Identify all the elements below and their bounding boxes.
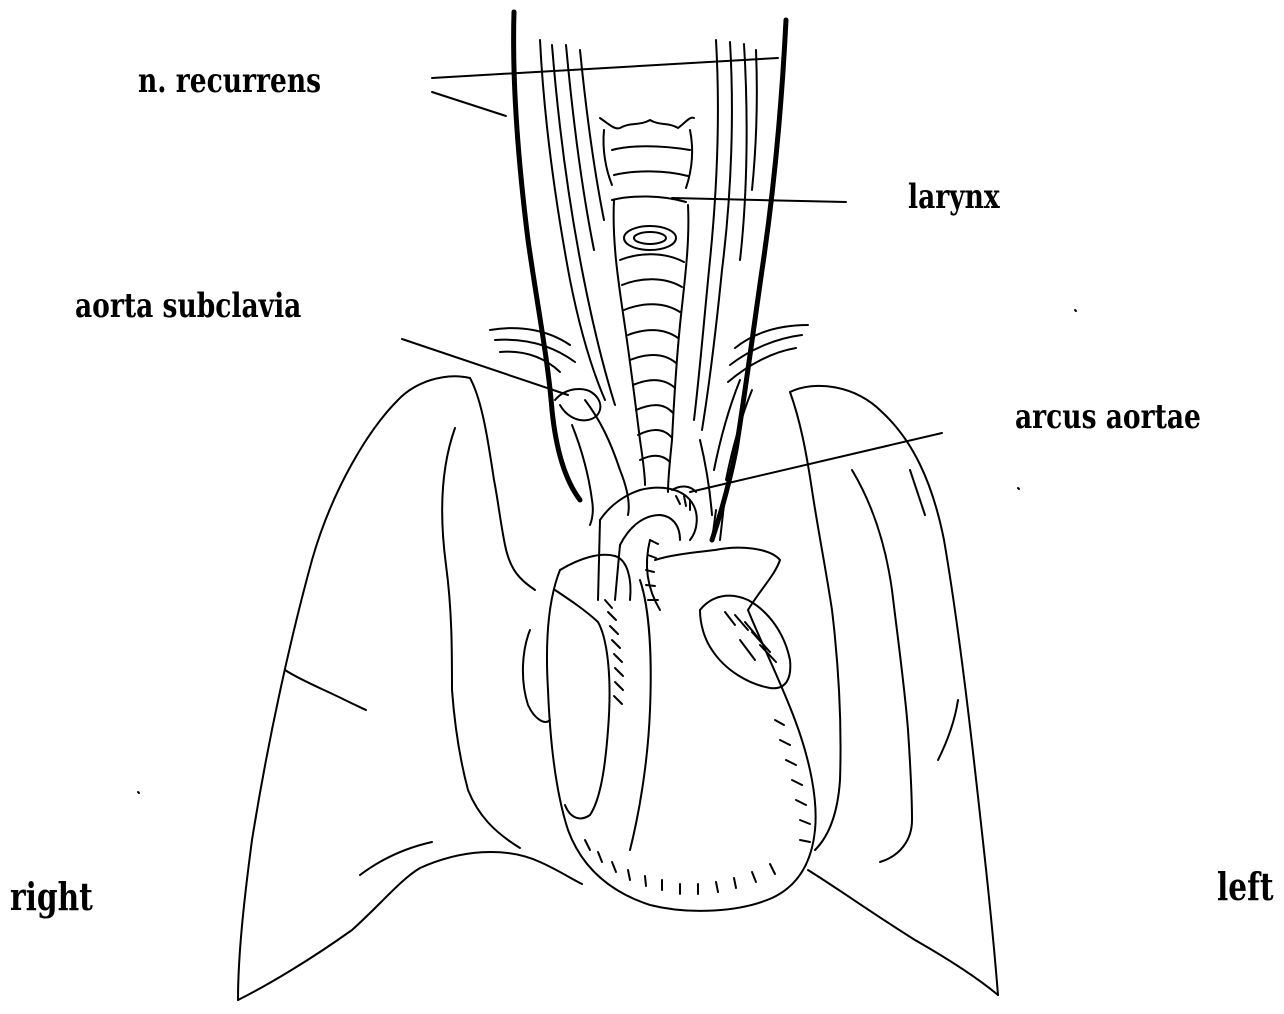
- aortic-arch: [598, 486, 697, 610]
- left-lung: [790, 386, 998, 995]
- leader-recurrens-lower: [432, 92, 506, 116]
- leader-arcus: [690, 433, 942, 492]
- label-n-recurrens: n. recurrens: [138, 64, 321, 98]
- leader-larynx: [672, 198, 846, 202]
- label-arcus-aortae: arcus aortae: [1015, 400, 1201, 434]
- heart: [523, 548, 816, 911]
- leader-recurrens-upper: [432, 58, 778, 78]
- label-aorta-subclavia: aorta subclavia: [75, 289, 301, 323]
- trachea: [600, 118, 694, 492]
- scan-specks: [138, 310, 1076, 793]
- label-left-side: left: [1217, 868, 1274, 906]
- neck-vessels: [490, 12, 808, 540]
- label-larynx: larynx: [908, 180, 1000, 214]
- label-right-side: right: [10, 878, 93, 916]
- right-lung: [238, 376, 582, 1000]
